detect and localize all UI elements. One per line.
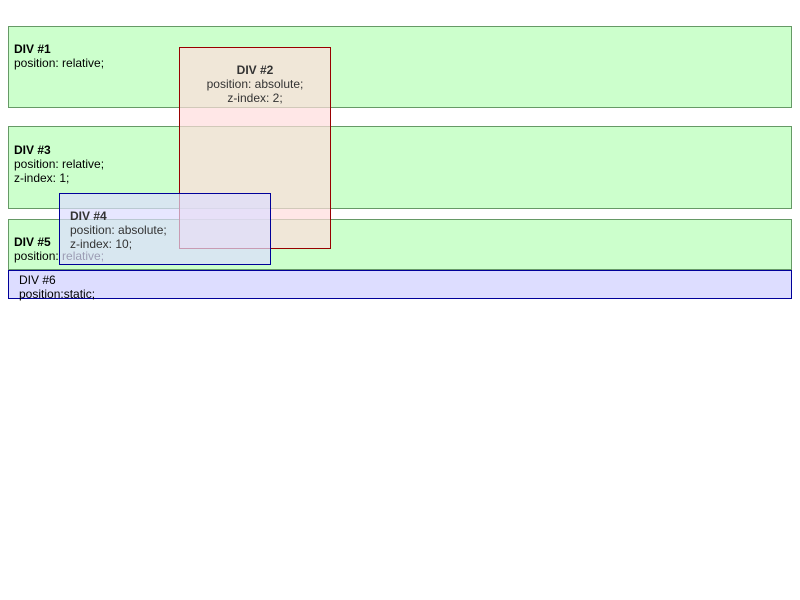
div-6-position: position:static; xyxy=(19,287,96,301)
div-2-title: DIV #2 xyxy=(236,63,274,77)
div-3-title: DIV #3 xyxy=(14,143,51,157)
div-4-z-index: z-index: 10; xyxy=(70,237,133,251)
div-6-box: DIV #6 position:static; xyxy=(8,270,792,301)
div-4-box: DIV #4 position: absolute; z-index: 10; xyxy=(59,193,271,265)
div-3-z-index: z-index: 1; xyxy=(14,171,70,185)
div-4-title: DIV #4 xyxy=(70,209,107,223)
div-1-title: DIV #1 xyxy=(14,42,51,56)
div-5-title: DIV #5 xyxy=(14,235,51,249)
div-3-position: position: relative; xyxy=(14,157,105,171)
div-4-position: position: absolute; xyxy=(70,223,167,237)
div-6-title: DIV #6 xyxy=(19,273,56,287)
div-2-z-index: z-index: 2; xyxy=(227,91,283,105)
div-1-position: position: relative; xyxy=(14,56,105,70)
div-1-box: DIV #1 position: relative; xyxy=(8,26,792,108)
div-2-position: position: absolute; xyxy=(206,77,304,91)
